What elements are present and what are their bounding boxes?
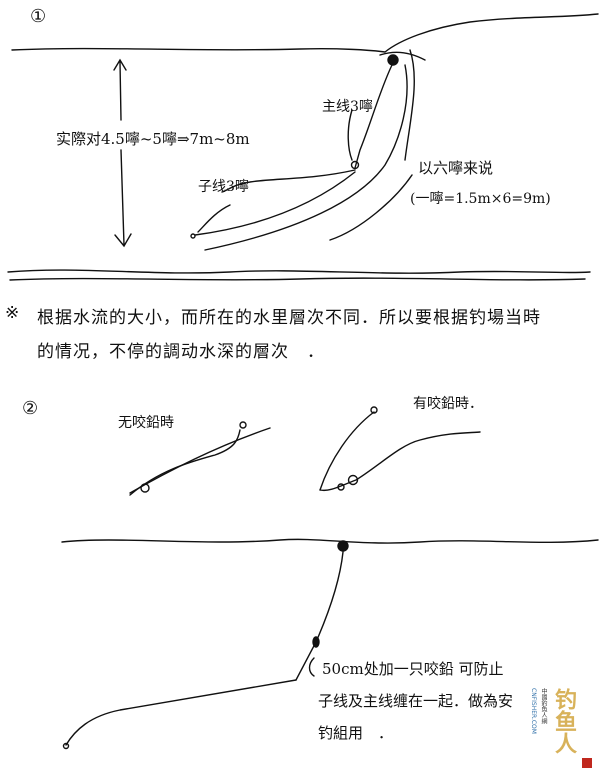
description-line-1: 50cm处加一只咬鉛 可防止 [322,660,504,678]
section-number-2: ② [22,398,39,419]
sinker-icon [140,483,150,493]
water-surface-line [11,13,599,53]
drift-curve [329,174,413,241]
drift-curve [204,64,408,251]
sub-line [194,171,356,236]
watermark-seal [582,758,592,768]
watermark-site: CNFISHER.COM [530,688,537,734]
watermark-tagline: 中國釣魚人網 [540,688,547,724]
no-bite-line [129,429,241,496]
hook-icon [239,421,247,429]
sub-line [65,679,297,746]
description-line-2: 子线及主线缠在一起．做為安 [318,692,514,710]
rod-label: 以六嚀来说 [418,159,494,177]
bite-line [319,411,375,491]
bottom-line [7,269,591,274]
rod-formula: (一嚀=1.5m×6=9m) [410,191,551,207]
sinker-icon [312,636,320,648]
float-icon [337,540,349,552]
hook-icon [62,742,70,750]
bracket [308,657,315,677]
note-line-1: 根据水流的大小，而所在的水里層次不同．所以要根据钓場当時 [37,308,541,328]
sub-line-label: 子线3嚀 [198,179,249,195]
section-number-1: ① [30,6,47,27]
no-bite-label: 无咬鉛時 [118,415,174,431]
bite-line [319,431,481,492]
drift-curve [404,49,415,161]
swivel-icon [350,160,360,170]
sub-line [197,204,231,233]
note-marker: ※ [5,303,21,323]
main-line [354,64,393,169]
sub-line [221,169,356,193]
swivel-icon [337,483,345,491]
bite-label: 有咬鉛時． [413,396,483,412]
main-line-label: 主线3嚀 [322,99,373,115]
depth-arrow [113,58,132,248]
water-surface-line [379,51,426,61]
main-line-label-pointer [347,109,353,161]
watermark-logo-text: 钓鱼人 [551,688,576,754]
note-line-2: 的情况，不停的調动水深的層次 ． [37,342,325,362]
hook-icon [370,406,378,414]
depth-label: 实際对4.5嚀~5嚀⇒7m~8m [56,130,250,148]
watermark-logo: CNFISHER.COM 中國釣魚人網 钓鱼人 [530,688,600,772]
sinker-icon [347,474,359,486]
bottom-line [9,277,586,281]
hook-icon [190,233,196,239]
float-icon [387,54,399,66]
water-surface-line [61,538,599,544]
no-bite-line [129,427,271,494]
description-line-3: 钓組用 ． [318,724,394,742]
